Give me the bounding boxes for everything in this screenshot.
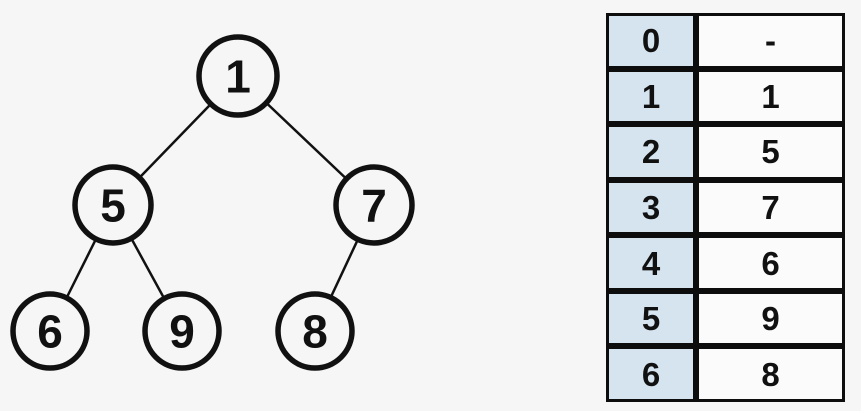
tree-node: 9 bbox=[142, 291, 222, 371]
tree-node-circle bbox=[72, 164, 154, 246]
tree-node-circle bbox=[333, 164, 415, 246]
table-row: 0- bbox=[606, 13, 845, 69]
binary-tree-diagram: 1 5 7 6 9 8 bbox=[10, 34, 415, 371]
tree-node-label: 7 bbox=[361, 179, 387, 231]
tree-node-label: 8 bbox=[302, 305, 328, 357]
index-cell: 5 bbox=[606, 290, 696, 347]
tree-node: 8 bbox=[275, 291, 355, 371]
value-cell: 7 bbox=[696, 179, 845, 236]
tree-node-circle bbox=[10, 291, 90, 371]
index-cell: 0 bbox=[606, 13, 696, 69]
value-cell: - bbox=[696, 13, 845, 69]
value-cell: 1 bbox=[696, 68, 845, 125]
tree-node-label: 5 bbox=[100, 179, 126, 231]
tree-node: 1 bbox=[196, 34, 280, 118]
index-cell: 1 bbox=[606, 68, 696, 125]
tree-node: 6 bbox=[10, 291, 90, 371]
tree-node-label: 1 bbox=[225, 50, 251, 102]
value-cell: 5 bbox=[696, 124, 845, 180]
value-cell: 9 bbox=[696, 290, 845, 347]
index-cell: 2 bbox=[606, 124, 696, 180]
index-cell: 3 bbox=[606, 179, 696, 236]
tree-node-circle bbox=[196, 34, 280, 118]
index-cell: 6 bbox=[606, 346, 696, 402]
index-cell: 4 bbox=[606, 235, 696, 291]
tree-node: 7 bbox=[333, 164, 415, 246]
tree-node-label: 9 bbox=[169, 305, 195, 357]
value-cell: 8 bbox=[696, 346, 845, 402]
tree-node-circle bbox=[142, 291, 222, 371]
value-cell: 6 bbox=[696, 235, 845, 291]
tree-node: 5 bbox=[72, 164, 154, 246]
tree-node-label: 6 bbox=[37, 305, 63, 357]
tree-node-circle bbox=[275, 291, 355, 371]
